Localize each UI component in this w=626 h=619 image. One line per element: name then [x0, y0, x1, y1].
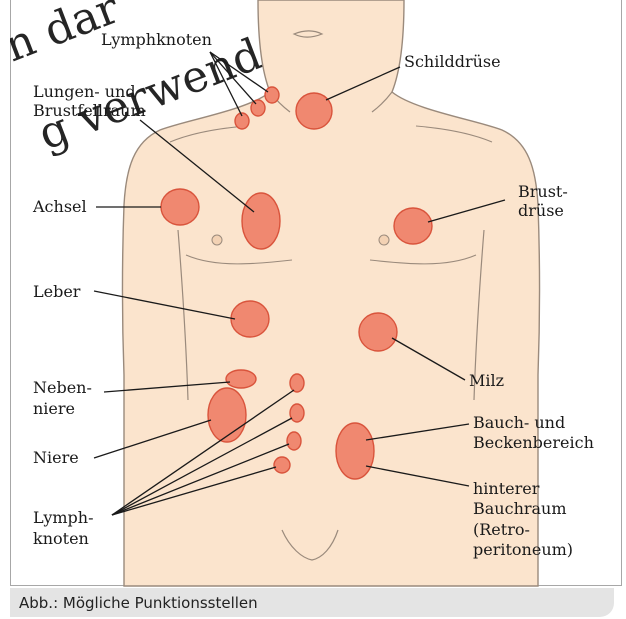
label-bauch-line2: Beckenbereich	[473, 433, 594, 452]
caption-bar: Abb.: Mögliche Punktionsstellen	[10, 588, 614, 617]
label-brust-line1: Brust-	[518, 182, 568, 201]
label-bauch-line1: Bauch- und	[473, 413, 565, 432]
label-retro-line2: Bauchraum	[473, 499, 567, 518]
label-achsel: Achsel	[32, 197, 87, 216]
label-brust-line2: drüse	[518, 201, 564, 220]
site-niere	[208, 388, 246, 442]
label-lungen-line1: Lungen- und	[33, 82, 136, 101]
site-lymph-neck-2	[251, 100, 265, 116]
label-retro-line1: hinterer	[473, 479, 540, 498]
nipple-left	[212, 235, 222, 245]
site-achsel	[161, 189, 199, 225]
punktionsstellen-diagram: n dar g verwend	[10, 0, 624, 617]
site-lymph-abd-2	[290, 404, 304, 422]
label-lymphknoten-top: Lymphknoten	[101, 30, 212, 49]
label-neben-line1: Neben-	[33, 378, 92, 397]
label-neben-line2: niere	[33, 399, 75, 418]
nipple-right	[379, 235, 389, 245]
figure-caption: Abb.: Mögliche Punktionsstellen	[19, 594, 258, 612]
label-milz: Milz	[469, 371, 504, 390]
site-milz	[359, 313, 397, 351]
label-leber: Leber	[33, 282, 81, 301]
site-leber	[231, 301, 269, 337]
label-lymph-bottom-line2: knoten	[33, 529, 89, 548]
label-lymph-bottom-line1: Lymph-	[33, 508, 94, 527]
site-lymph-neck-1	[265, 87, 279, 103]
site-brustdruese	[394, 208, 432, 244]
label-schilddruese: Schilddrüse	[404, 52, 501, 71]
site-lunge	[242, 193, 280, 249]
label-retro-line4: peritoneum)	[473, 540, 573, 559]
site-schilddruese	[296, 93, 332, 129]
label-retro-line3: (Retro-	[473, 520, 530, 539]
site-lymph-abd-1	[290, 374, 304, 392]
site-lymph-abd-3	[287, 432, 301, 450]
site-bauch-becken	[336, 423, 374, 479]
site-lymph-abd-4	[274, 457, 290, 473]
site-nebenniere	[226, 370, 256, 388]
label-lungen-line2: Brustfellraum	[33, 101, 146, 120]
label-niere: Niere	[33, 448, 79, 467]
